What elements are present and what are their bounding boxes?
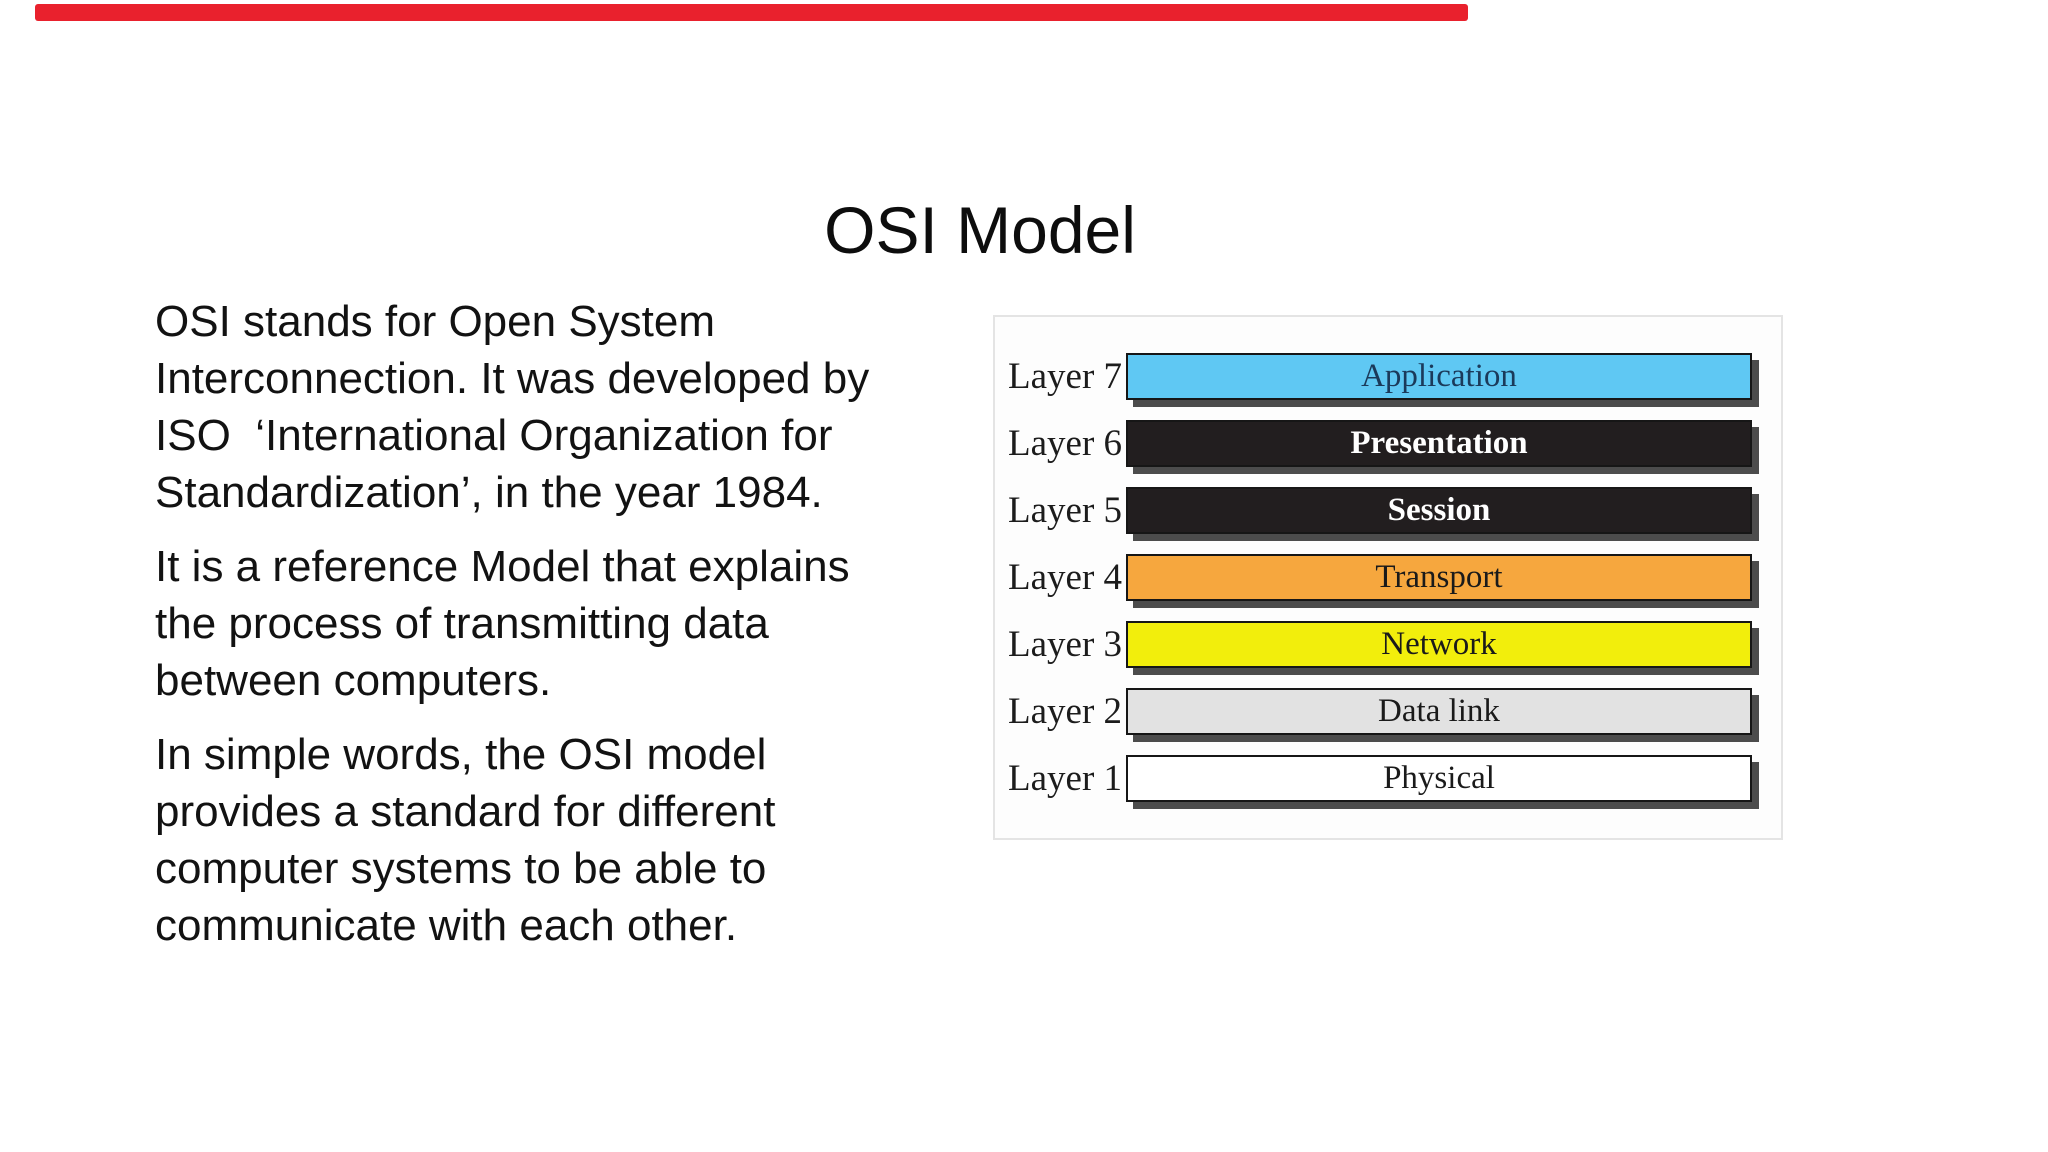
text-line: between computers.	[155, 656, 552, 705]
text-line: provides a standard for different	[155, 787, 776, 836]
layer-row-2: Layer 2 Data link	[995, 688, 1781, 735]
layer-number-label: Layer 7	[1008, 356, 1123, 397]
layer-row-3: Layer 3 Network	[995, 621, 1781, 668]
layer-row-1: Layer 1 Physical	[995, 755, 1781, 802]
text-line: communicate with each other.	[155, 901, 738, 950]
layer-row-4: Layer 4 Transport	[995, 554, 1781, 601]
layer-row-7: Layer 7 Application	[995, 353, 1781, 400]
layer-row-6: Layer 6 Presentation	[995, 420, 1781, 467]
layer-bar-datalink: Data link	[1126, 688, 1752, 735]
page-title: OSI Model	[824, 193, 1136, 267]
layer-number-label: Layer 5	[1008, 490, 1123, 531]
layer-row-5: Layer 5 Session	[995, 487, 1781, 534]
video-progress-bar[interactable]	[35, 4, 2025, 21]
text-line: It is a reference Model that explains	[155, 542, 850, 591]
text-line: Standardization’, in the year 1984.	[155, 468, 823, 517]
paragraph: OSI stands for Open System Interconnecti…	[155, 293, 869, 521]
video-progress-fill	[35, 4, 1468, 21]
text-line: ISO ‘International Organization for	[155, 411, 833, 460]
text-line: In simple words, the OSI model	[155, 730, 767, 779]
layer-bar-network: Network	[1126, 621, 1752, 668]
paragraph: In simple words, the OSI model provides …	[155, 726, 869, 954]
text-line: OSI stands for Open System	[155, 297, 716, 346]
text-line: the process of transmitting data	[155, 599, 769, 648]
layer-bar-physical: Physical	[1126, 755, 1752, 802]
layer-number-label: Layer 3	[1008, 624, 1123, 665]
layer-bar-presentation: Presentation	[1126, 420, 1752, 467]
body-text: OSI stands for Open System Interconnecti…	[155, 293, 869, 971]
osi-layers-diagram: Layer 7 Application Layer 6 Presentation…	[993, 315, 1783, 840]
text-line: computer systems to be able to	[155, 844, 767, 893]
layer-number-label: Layer 4	[1008, 557, 1123, 598]
layer-bar-transport: Transport	[1126, 554, 1752, 601]
layer-bar-application: Application	[1126, 353, 1752, 400]
paragraph: It is a reference Model that explains th…	[155, 538, 869, 709]
layer-number-label: Layer 2	[1008, 691, 1123, 732]
layer-bar-session: Session	[1126, 487, 1752, 534]
layer-number-label: Layer 1	[1008, 758, 1123, 799]
text-line: Interconnection. It was developed by	[155, 354, 870, 403]
layer-number-label: Layer 6	[1008, 423, 1123, 464]
